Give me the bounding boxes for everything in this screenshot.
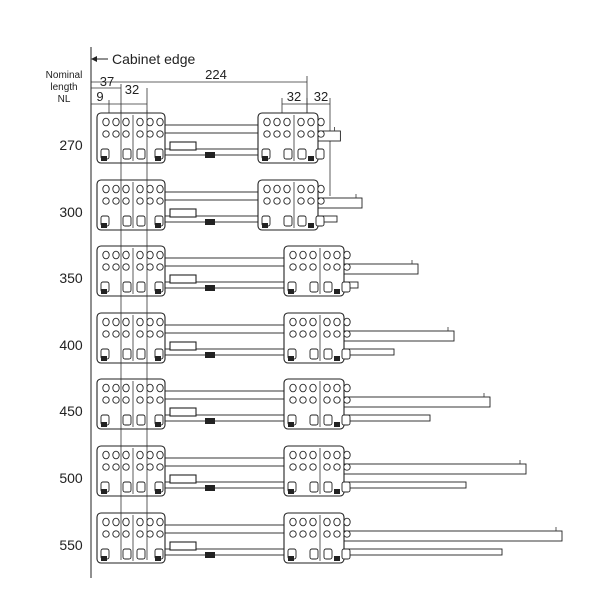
rear-mounting-bracket — [257, 112, 325, 164]
front-mounting-bracket — [96, 378, 166, 430]
nominal-length-value: 400 — [59, 337, 83, 353]
rear-mounting-bracket — [283, 245, 351, 297]
slide-rail-outer — [159, 257, 285, 267]
nominal-length-value: 550 — [59, 537, 83, 553]
cabinet-edge-arrow — [91, 56, 97, 62]
front-mounting-bracket — [96, 112, 166, 164]
slide-mechanism — [169, 208, 197, 218]
slide-row: 450 — [59, 378, 491, 430]
slide-rail-extension — [343, 530, 563, 542]
slide-rail-extension — [343, 463, 527, 475]
rear-mounting-bracket — [283, 512, 351, 564]
slide-mechanism — [169, 141, 197, 151]
nominal-length-value: 270 — [59, 137, 83, 153]
slide-row: 270 — [59, 112, 341, 164]
front-mounting-bracket — [96, 312, 166, 364]
slide-row: 350 — [59, 245, 419, 297]
front-mounting-bracket — [96, 179, 166, 231]
slide-mechanism — [169, 541, 197, 551]
rear-mounting-bracket — [257, 179, 325, 231]
dimension-32-right: 32 — [314, 89, 328, 104]
rear-mounting-bracket — [283, 312, 351, 364]
front-mounting-bracket — [96, 245, 166, 297]
nominal-length-value: 300 — [59, 204, 83, 220]
slide-rail-outer — [159, 191, 259, 201]
slide-rail-extension — [317, 197, 363, 209]
dimension-lines — [91, 76, 331, 196]
slide-mechanism — [169, 341, 197, 351]
slide-mechanism — [169, 407, 197, 417]
slide-row: 550 — [59, 512, 563, 564]
front-mounting-bracket — [96, 445, 166, 497]
reference-lines — [120, 110, 148, 560]
cabinet-edge-label: Cabinet edge — [112, 51, 196, 67]
dimension-37: 37 — [100, 74, 114, 89]
rear-mounting-bracket — [283, 445, 351, 497]
nominal-length-value: 350 — [59, 270, 83, 286]
dimension-224: 224 — [205, 67, 227, 82]
slide-rows: 270 300 350 400 450 500 550 — [59, 112, 563, 564]
nominal-length-label-line1: Nominal — [46, 70, 83, 81]
rear-mounting-bracket — [283, 378, 351, 430]
dimension-32-mid: 32 — [287, 89, 301, 104]
slide-mechanism — [169, 474, 197, 484]
slide-mechanism — [169, 274, 197, 284]
slide-rail-outer — [159, 390, 285, 400]
slide-rail-extension — [343, 263, 419, 275]
slide-rail-outer — [159, 524, 285, 534]
front-mounting-bracket — [96, 512, 166, 564]
nominal-length-label-line2: length — [50, 82, 77, 93]
slide-rail-extension — [343, 330, 455, 342]
nominal-length-label-line3: NL — [58, 94, 71, 105]
slide-rail-extension — [343, 396, 491, 408]
dimension-9: 9 — [96, 89, 103, 104]
dimension-32-left: 32 — [125, 82, 139, 97]
slide-rail-inner — [164, 348, 395, 356]
slide-row: 500 — [59, 445, 527, 497]
nominal-length-value: 500 — [59, 470, 83, 486]
slide-rail-outer — [159, 124, 259, 134]
slide-row: 400 — [59, 312, 455, 364]
slide-rail-outer — [159, 457, 285, 467]
nominal-length-value: 450 — [59, 403, 83, 419]
slide-rail-outer — [159, 324, 285, 334]
slide-row: 300 — [59, 179, 363, 231]
